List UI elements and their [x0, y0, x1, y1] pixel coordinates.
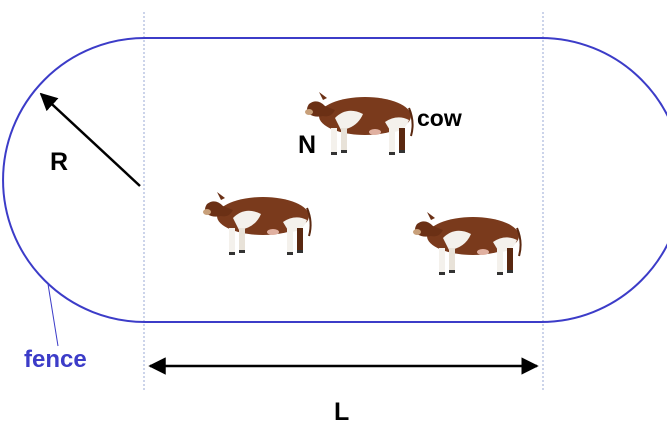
radius-label: R	[50, 148, 69, 176]
fence-label: fence	[24, 346, 87, 373]
cow-icon	[202, 191, 312, 256]
fence-pointer-line	[47, 283, 59, 347]
fence-outline	[2, 37, 667, 323]
radius-arrow	[39, 92, 141, 187]
cow-icon	[304, 91, 414, 156]
cow-count-label: N	[298, 131, 317, 159]
length-label: L	[334, 398, 350, 426]
cow-label: cow	[417, 105, 462, 131]
cow-icon	[412, 211, 522, 276]
